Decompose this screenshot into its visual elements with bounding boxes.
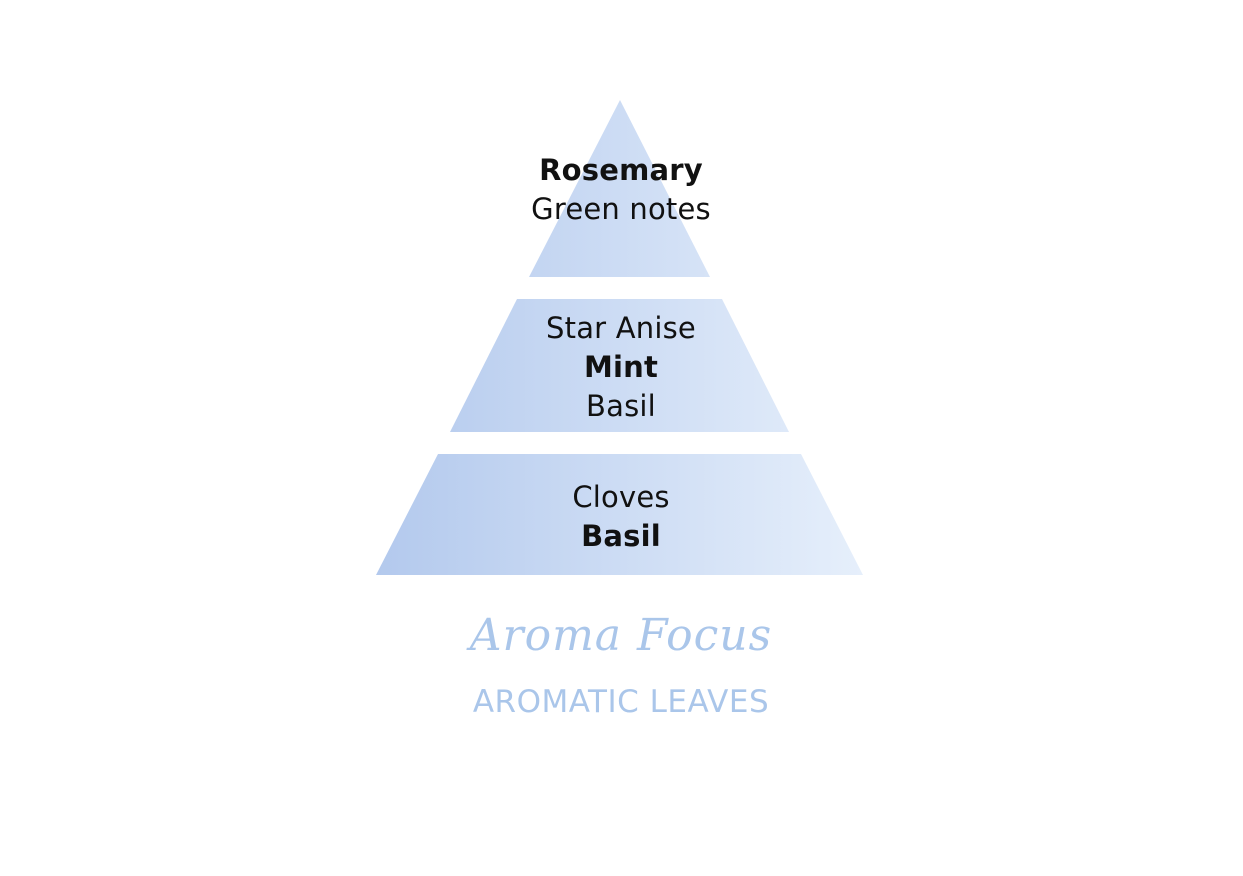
brand-script-title: Aroma Focus (469, 610, 773, 661)
note-label: Basil (586, 389, 656, 423)
note-label: Mint (583, 350, 659, 384)
note-label: Rosemary (539, 153, 703, 187)
note-label: Star Anise (546, 311, 696, 345)
pyramid-tier-middle (450, 299, 789, 432)
pyramid-tier-top (529, 100, 710, 277)
base-notes: Cloves Basil (421, 478, 821, 556)
note-label: Basil (581, 519, 661, 553)
note-label: Cloves (572, 480, 670, 514)
top-notes: Rosemary Green notes (421, 151, 821, 229)
note-label: Green notes (531, 192, 711, 226)
heart-notes: Star Anise Mint Basil (421, 309, 821, 426)
collection-name: AROMATIC LEAVES (472, 684, 770, 720)
pyramid-tier-bottom (376, 454, 863, 575)
